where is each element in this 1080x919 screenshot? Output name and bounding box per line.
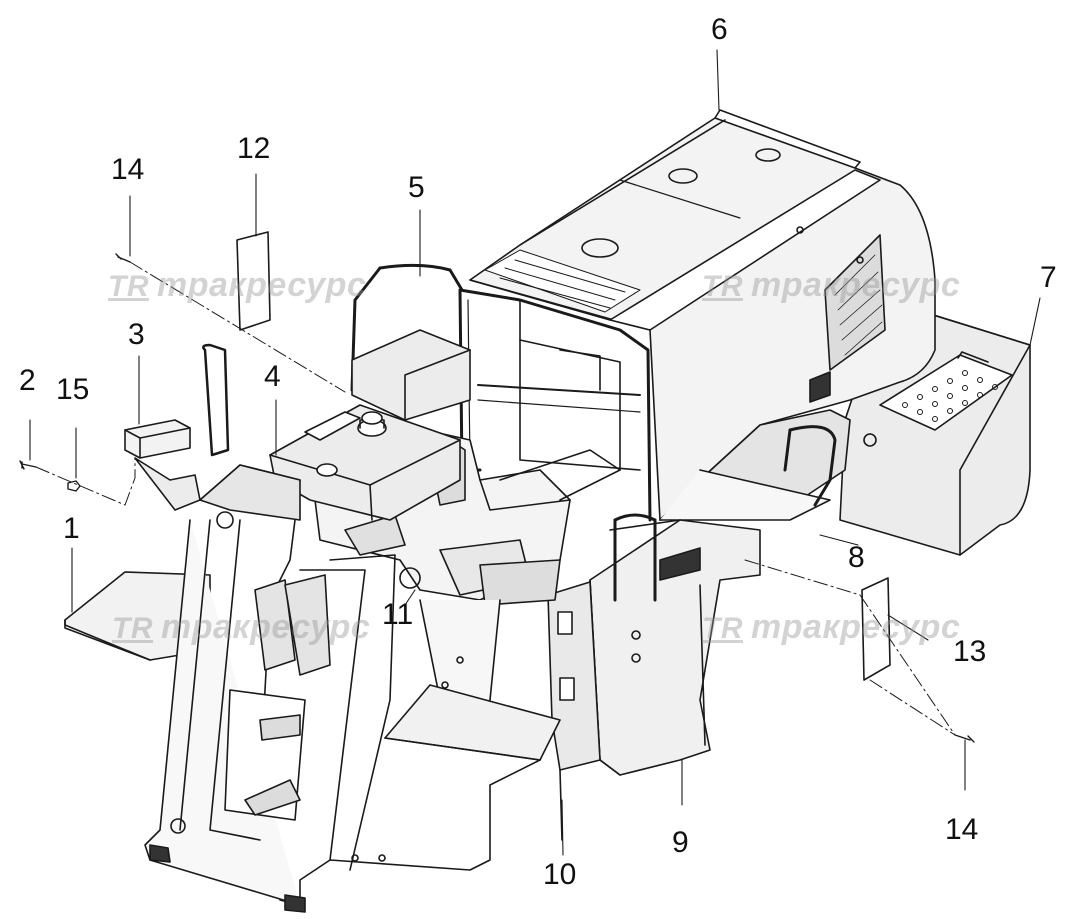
part-14-bolt-top — [115, 253, 131, 263]
part-4-fuel-tank — [269, 404, 461, 521]
part-8-step-platform — [659, 409, 851, 521]
watermark-text: тракресурс — [751, 608, 961, 646]
part-6-engine-hood — [469, 109, 936, 521]
watermark-logo: TR — [702, 270, 743, 303]
fasteners — [19, 253, 975, 743]
callout-9: 9 — [672, 826, 689, 859]
callout-11: 11 — [382, 598, 414, 631]
leader-lines — [29, 49, 1041, 856]
watermark-text: тракресурс — [161, 608, 371, 646]
callout-14-top: 14 — [111, 153, 145, 186]
callout-12: 12 — [237, 132, 271, 165]
watermark-logo: TR — [112, 612, 153, 645]
part-3-bracket — [124, 419, 201, 511]
callout-1: 1 — [63, 512, 80, 545]
watermark-text: тракресурс — [751, 266, 961, 304]
assembly-axis-lines — [35, 261, 956, 736]
part-1-front-frame — [64, 343, 561, 913]
perforated-panel-6 — [484, 249, 641, 313]
part-10-side-panel — [547, 581, 601, 841]
callout-13: 13 — [953, 635, 987, 668]
perforation-plate-7 — [902, 370, 998, 422]
callout-14-bottom: 14 — [945, 813, 979, 846]
side-grille-6 — [824, 234, 886, 371]
callout-8: 8 — [848, 541, 865, 574]
callout-15: 15 — [56, 373, 90, 406]
watermark-logo: TR — [108, 270, 149, 303]
callout-7: 7 — [1040, 261, 1057, 294]
callout-4: 4 — [264, 360, 281, 393]
part-9-rear-fender — [589, 513, 761, 776]
callout-5: 5 — [408, 171, 425, 204]
part-5-cab-frame — [350, 263, 652, 522]
watermark-logo: TR — [702, 612, 743, 645]
part-14-bolt-bottom — [954, 734, 975, 743]
callout-3: 3 — [128, 318, 145, 351]
part-13-plate — [861, 577, 891, 681]
part-15-nut — [67, 480, 81, 492]
callout-10: 10 — [543, 858, 577, 891]
part-12-plate — [236, 231, 271, 331]
part-2-bolt — [19, 460, 37, 470]
watermark-text: тракресурс — [157, 266, 367, 304]
callout-2: 2 — [19, 364, 36, 397]
callout-6: 6 — [711, 13, 728, 46]
